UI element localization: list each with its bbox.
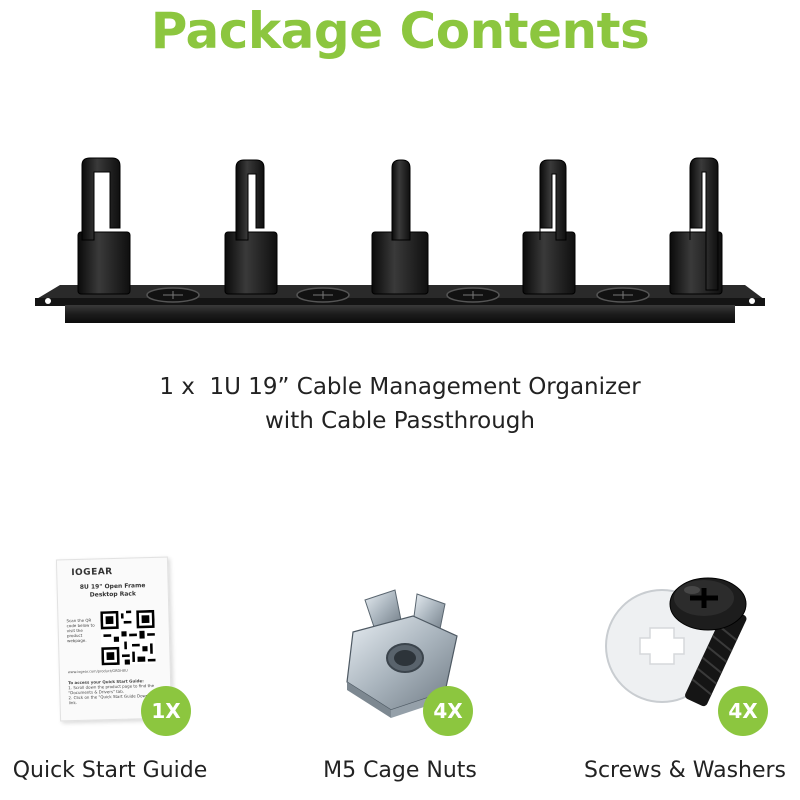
package-item-cage-nuts: 4X M5 Cage Nuts <box>290 540 510 800</box>
main-item-line1: 1 x 1U 19” Cable Management Organizer <box>159 374 641 400</box>
page-title: Package Contents <box>150 2 650 60</box>
package-item-screws: 4X Screws & Washers <box>570 540 800 800</box>
item-label: Quick Start Guide <box>12 758 208 783</box>
item-label: M5 Cage Nuts <box>323 758 477 783</box>
package-item-guide: IOGEAR 8U 19" Open Frame Desktop Rack Sc… <box>0 540 220 800</box>
qr-code-icon <box>100 609 156 666</box>
quantity-badge: 4X <box>423 686 473 736</box>
guide-title-line2: Desktop Rack <box>89 590 137 599</box>
cable-organizer-image <box>35 157 765 323</box>
guide-qr-text: Scan the QR code below to visit the prod… <box>66 617 95 644</box>
item-label: Screws & Washers <box>583 758 787 783</box>
main-item-caption: 1 x 1U 19” Cable Management Organizer wi… <box>0 370 800 438</box>
cage-nut-icon <box>346 589 458 718</box>
guide-title: 8U 19" Open Frame Desktop Rack <box>58 582 168 601</box>
guide-brand: IOGEAR <box>71 567 113 579</box>
main-item-line2: with Cable Passthrough <box>265 408 535 434</box>
quantity-badge: 4X <box>718 686 768 736</box>
quick-start-guide-icon: IOGEAR 8U 19" Open Frame Desktop Rack Sc… <box>55 556 173 722</box>
screw-washer-icon <box>605 577 747 707</box>
guide-url: www.iogear.com/product/GRDH8U <box>67 668 128 675</box>
quantity-badge: 1X <box>141 686 191 736</box>
